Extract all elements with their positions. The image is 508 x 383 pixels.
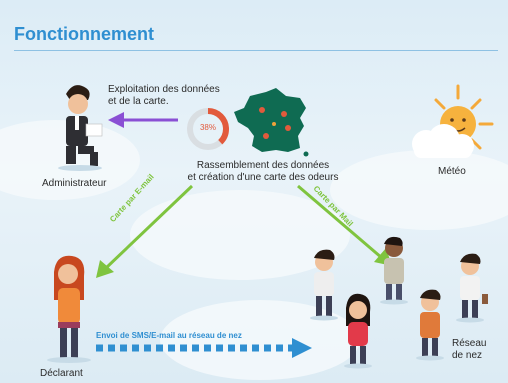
declarant-label: Déclarant xyxy=(40,368,83,379)
meteo-label: Météo xyxy=(438,166,466,177)
nose-network-people-icon xyxy=(310,236,488,369)
admin-person-icon xyxy=(58,85,103,171)
declarant-person-icon xyxy=(47,255,91,363)
rassemblement-label: Rassemblement des données et création d'… xyxy=(187,160,339,183)
arrow-to-network xyxy=(96,338,312,358)
background-cloud xyxy=(130,190,350,280)
arrow-to-administrateur xyxy=(108,112,178,128)
sun-cloud-icon xyxy=(412,84,494,158)
donut-chart-icon xyxy=(187,108,229,150)
administrateur-label: Administrateur xyxy=(42,178,107,189)
title-divider xyxy=(14,50,498,51)
arrow-to-declarant xyxy=(96,184,194,278)
reseau-label: Réseau de nez xyxy=(452,338,487,361)
donut-progress-arc xyxy=(187,108,229,150)
bottom-arrow-label: Envoi de SMS/E-mail au réseau de nez xyxy=(96,331,242,340)
page-title: Fonctionnement xyxy=(14,24,154,44)
background-cloud xyxy=(330,150,508,230)
france-map-icon xyxy=(234,88,309,157)
exploitation-label: Exploitation des données et de la carte. xyxy=(108,84,220,107)
donut-label: 38% xyxy=(199,123,216,132)
